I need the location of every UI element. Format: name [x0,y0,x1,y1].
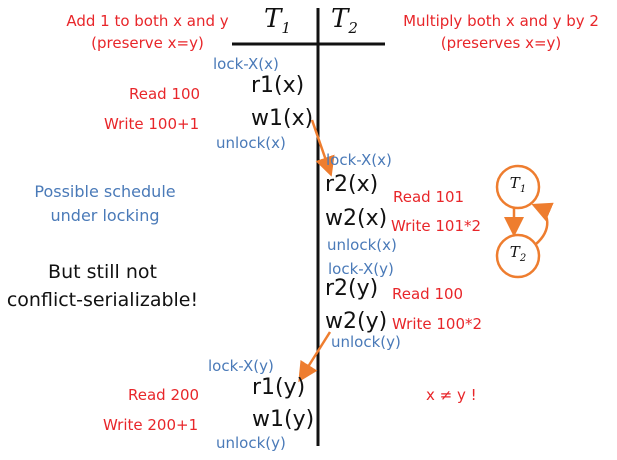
t1-read-x-note: Read 100 [129,85,201,103]
possible-schedule-line1: Possible schedule [34,182,176,201]
t2-unlock-y: unlock(y) [331,333,401,351]
t2-read-y: r2(y) [325,276,379,301]
t2-lock-y: lock-X(y) [328,260,394,278]
right-description-line1: Multiply both x and y by 2 [403,12,599,30]
not-serializable-line1: But still not [48,261,157,283]
t1-write-x-note: Write 100+1 [104,115,200,133]
t2-read-x: r2(x) [325,172,379,197]
t1-unlock-y: unlock(y) [216,434,286,452]
header-t1: T1 [264,4,291,38]
inequality-note: x ≠ y ! [426,386,477,404]
t1-write-y-note: Write 200+1 [103,416,199,434]
left-description-line1: Add 1 to both x and y [66,12,229,30]
header-t2: T2 [331,4,358,38]
t1-unlock-x: unlock(x) [216,134,286,152]
graph-node-t2-label: T2 [509,243,527,264]
t2-write-x: w2(x) [325,206,388,231]
t1-write-x: w1(x) [251,106,314,131]
graph-node-t1 [495,164,541,210]
t1-read-y-note: Read 200 [128,386,200,404]
right-description-line2: (preserves x=y) [440,34,562,52]
t1-lock-x: lock-X(x) [213,55,279,73]
t1-lock-y: lock-X(y) [208,357,274,375]
not-serializable-line2: conflict-serializable! [6,289,199,311]
t2-unlock-x: unlock(x) [327,236,397,254]
t2-read-y-note: Read 100 [392,285,464,303]
t2-lock-x: lock-X(x) [326,151,392,169]
left-description-line2: (preserve x=y) [91,34,204,52]
t2-write-y: w2(y) [325,309,388,334]
graph-node-t1-label: T1 [509,174,527,195]
t1-read-y: r1(y) [252,375,306,400]
t2-read-x-note: Read 101 [393,188,465,206]
t1-write-y: w1(y) [252,407,315,432]
t2-write-y-note: Write 100*2 [392,315,483,333]
possible-schedule-line2: under locking [50,206,160,225]
handoff-arrow-y [298,331,332,383]
graph-edge-t2-t1 [531,202,554,245]
t2-write-x-note: Write 101*2 [391,217,482,235]
t1-read-x: r1(x) [251,73,305,98]
handoff-arrow-x [310,119,335,177]
